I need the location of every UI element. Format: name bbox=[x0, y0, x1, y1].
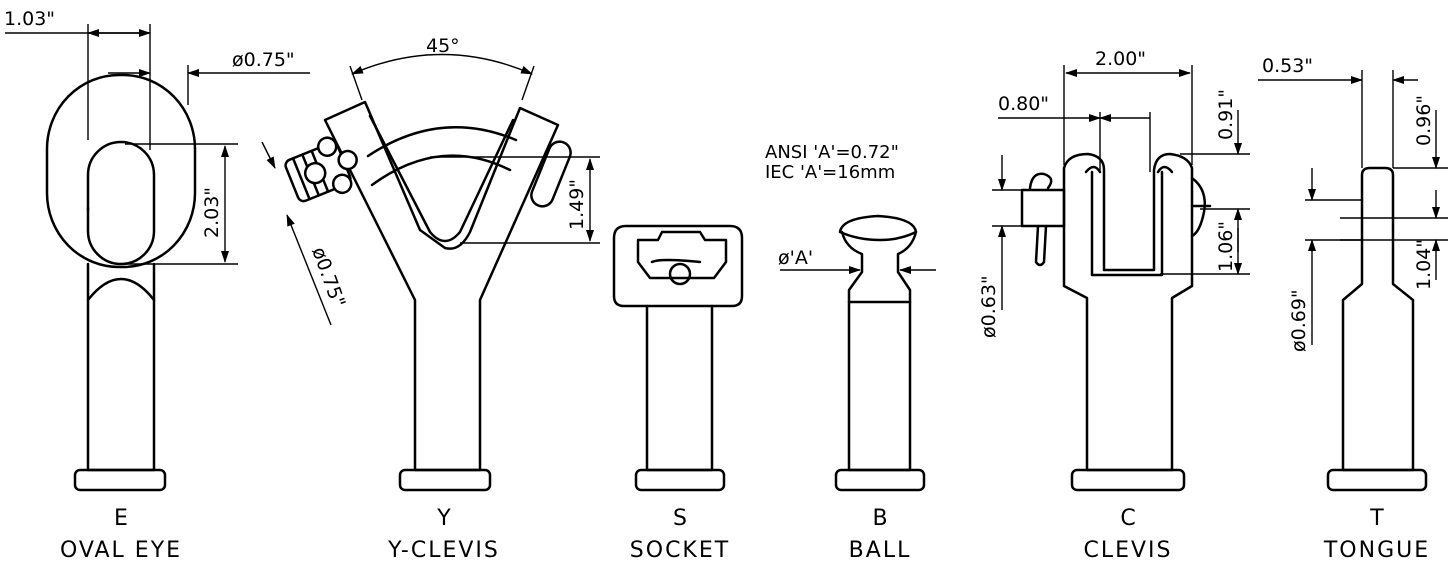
dim-yclevis-angle: 45° bbox=[426, 35, 460, 57]
dim-tongue-thickness: 0.53" bbox=[1262, 55, 1313, 77]
note-ball-iec: IEC 'A'=16mm bbox=[765, 162, 895, 183]
oval-eye-drawing bbox=[5, 24, 310, 492]
note-ball-ansi: ANSI 'A'=0.72" bbox=[765, 142, 899, 163]
label-name-ball: BALL bbox=[849, 538, 912, 562]
dim-oval-eye-slot: 2.03" bbox=[201, 187, 223, 238]
dim-oval-eye-width: 1.03" bbox=[4, 8, 55, 30]
ball-drawing bbox=[780, 214, 936, 492]
dim-yclevis-pin-dia: ø0.75" bbox=[307, 244, 349, 310]
tongue-drawing bbox=[1258, 70, 1448, 492]
dim-clevis-width: 2.00" bbox=[1095, 48, 1146, 70]
label-name-clevis: CLEVIS bbox=[1083, 538, 1172, 562]
dim-oval-eye-pin-dia: ø0.75" bbox=[232, 49, 295, 71]
dim-tongue-top: 0.96" bbox=[1413, 95, 1435, 146]
label-code-t: T bbox=[1369, 506, 1384, 531]
dim-clevis-pin-pos: 1.06" bbox=[1215, 221, 1237, 272]
dim-clevis-pin-dia: ø0.63" bbox=[978, 275, 1000, 338]
label-name-socket: SOCKET bbox=[630, 538, 730, 562]
label-code-e: E bbox=[114, 506, 128, 531]
label-code-y: Y bbox=[436, 506, 451, 531]
dim-tongue-hole-pos: 1.04" bbox=[1413, 239, 1435, 290]
dim-tongue-hole-dia: ø0.69" bbox=[1288, 289, 1310, 352]
clevis-drawing bbox=[992, 65, 1250, 492]
label-code-b: B bbox=[872, 506, 887, 531]
dim-clevis-gap: 0.80" bbox=[998, 93, 1049, 115]
dim-yclevis-slot: 1.49" bbox=[566, 179, 588, 230]
dim-ball-a: ø'A' bbox=[778, 247, 813, 269]
label-name-tongue: TONGUE bbox=[1323, 538, 1430, 562]
socket-drawing bbox=[612, 224, 744, 492]
label-name-oval-eye: OVAL EYE bbox=[60, 538, 182, 562]
label-name-y-clevis: Y-CLEVIS bbox=[387, 538, 500, 562]
label-code-s: S bbox=[673, 506, 687, 531]
dim-clevis-top: 0.91" bbox=[1215, 89, 1237, 140]
label-code-c: C bbox=[1120, 506, 1135, 531]
y-clevis-drawing bbox=[261, 53, 600, 492]
